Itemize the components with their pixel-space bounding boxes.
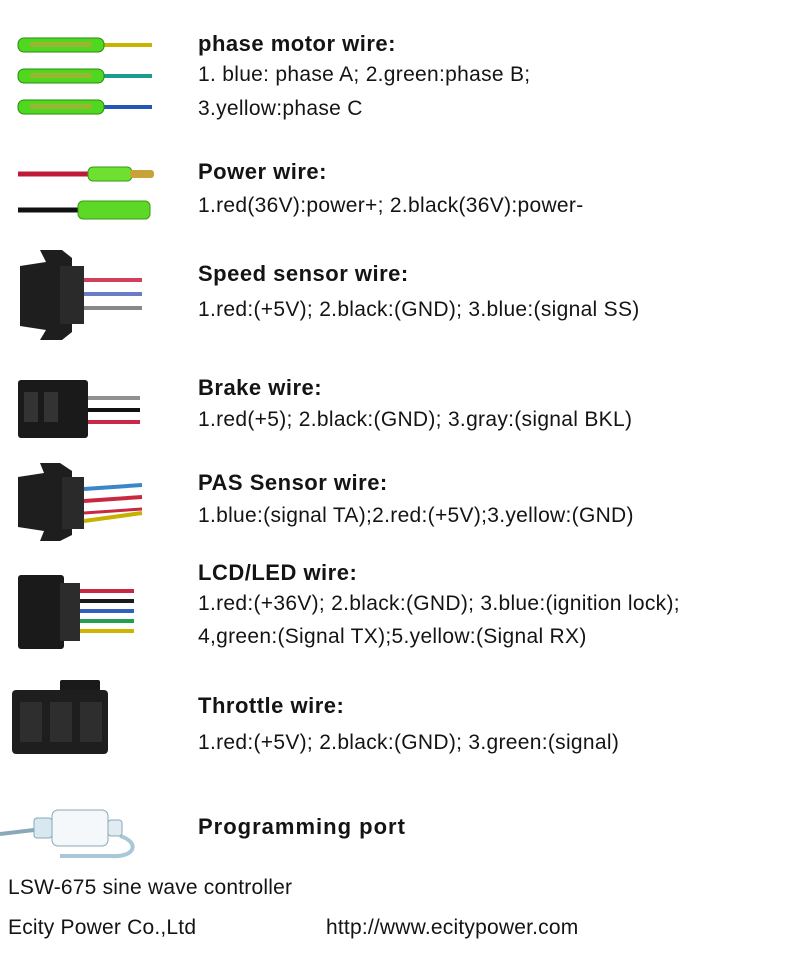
section-desc-line-1: 1.red(+5); 2.black:(GND); 3.gray:(signal…: [198, 408, 633, 431]
section-title: Programming port: [198, 814, 406, 839]
section-title: Brake wire:: [198, 375, 323, 400]
programming-port-icon: [0, 790, 180, 870]
5-pin-connector-icon: [0, 555, 180, 670]
footer-product: LSW-675 sine wave controller: [8, 876, 293, 899]
section-pas-sensor-wire: PAS Sensor wire: 1.blue:(signal TA);2.re…: [0, 455, 799, 550]
section-lcd-led-wire: LCD/LED wire: 1.red:(+36V); 2.black:(GND…: [0, 555, 799, 670]
pas-connector-icon: [0, 455, 180, 550]
section-desc-line-1: 1.red:(+5V); 2.black:(GND); 3.blue:(sign…: [198, 298, 640, 321]
section-title: Throttle wire:: [198, 693, 345, 718]
power-connector-icon: [0, 150, 180, 240]
section-desc-line-1: 1.red:(+36V); 2.black:(GND); 3.blue:(ign…: [198, 592, 680, 615]
3-pin-connector-icon: [0, 240, 180, 350]
section-desc-line-2: 4,green:(Signal TX);5.yellow:(Signal RX): [198, 625, 587, 648]
section-desc-line-1: 1.red(36V):power+; 2.black(36V):power-: [198, 194, 584, 217]
section-brake-wire: Brake wire: 1.red(+5); 2.black:(GND); 3.…: [0, 360, 799, 450]
section-title: PAS Sensor wire:: [198, 470, 388, 495]
section-speed-sensor-wire: Speed sensor wire: 1.red:(+5V); 2.black:…: [0, 240, 799, 350]
section-programming-port: Programming port: [0, 790, 799, 870]
section-desc-line-2: 3.yellow:phase C: [198, 97, 363, 120]
bullet-connector-3-wire-icon: [0, 0, 180, 140]
section-title: LCD/LED wire:: [198, 560, 358, 585]
section-desc-line-1: 1. blue: phase A; 2.green:phase B;: [198, 63, 531, 86]
section-phase-motor-wire: phase motor wire: 1. blue: phase A; 2.gr…: [0, 0, 799, 140]
section-title: Power wire:: [198, 159, 327, 184]
section-title: phase motor wire:: [198, 31, 396, 56]
footer-url[interactable]: http://www.ecitypower.com: [326, 916, 579, 939]
footer-company-row: Ecity Power Co.,Ltd http://www.ecitypowe…: [8, 916, 788, 940]
section-throttle-wire: Throttle wire: 1.red:(+5V); 2.black:(GND…: [0, 670, 799, 780]
section-title: Speed sensor wire:: [198, 261, 409, 286]
brake-connector-icon: [0, 360, 180, 450]
throttle-connector-icon: [0, 670, 180, 780]
section-desc-line-1: 1.red:(+5V); 2.black:(GND); 3.green:(sig…: [198, 731, 620, 754]
section-desc-line-1: 1.blue:(signal TA);2.red:(+5V);3.yellow:…: [198, 504, 634, 527]
section-power-wire: Power wire: 1.red(36V):power+; 2.black(3…: [0, 150, 799, 240]
footer-company: Ecity Power Co.,Ltd: [8, 916, 197, 939]
